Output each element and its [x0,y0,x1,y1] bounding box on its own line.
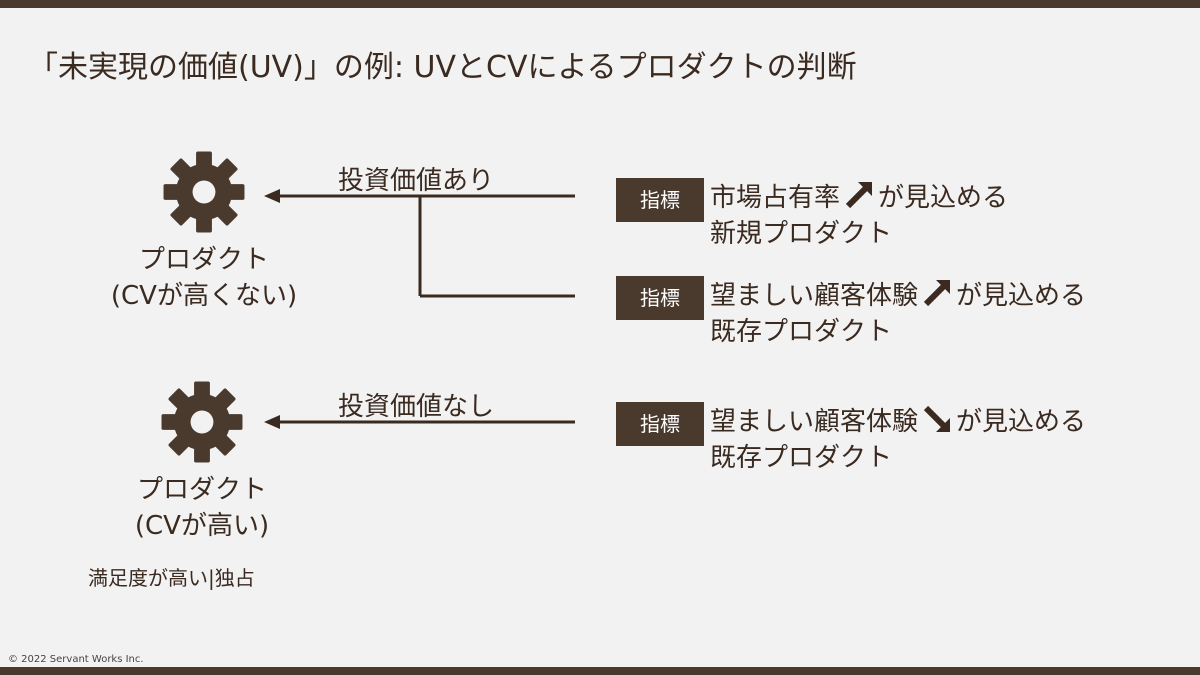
metric-1-line2: 新規プロダクト [710,219,893,249]
metric-3-line1: 望ましい顧客体験 が見込める [710,404,1086,440]
metric-1-line1: 市場占有率 が見込める [710,180,1008,216]
metric-2: 望ましい顧客体験 が見込める 既存プロダクト [710,278,1086,350]
metric-badge: 指標 [616,178,704,222]
metric-3-line2: 既存プロダクト [710,443,893,473]
metric-1-subject: 市場占有率 [710,183,841,213]
product-2-name: プロダクト [136,475,267,505]
metric-2-line1: 望ましい顧客体験 が見込める [710,278,1086,314]
metric-1: 市場占有率 が見込める 新規プロダクト [710,180,1008,252]
edge-label-no-invest: 投資価値なし [338,392,495,422]
metric-3-subject: 望ましい顧客体験 [710,407,919,437]
metric-2-line2: 既存プロダクト [710,317,893,347]
gear-icon [161,381,243,463]
arrowhead-top [264,189,280,203]
metric-badge: 指標 [616,402,704,446]
product-1-label: プロダクト (CVが高くない) [90,242,318,314]
metric-2-expectation: が見込める [956,281,1087,311]
metric-3: 望ましい顧客体験 が見込める 既存プロダクト [710,404,1086,476]
arrowhead-bottom [264,415,280,429]
top-bar [0,0,1200,8]
product-1-name: プロダクト [138,245,269,275]
metric-3-expectation: が見込める [956,407,1087,437]
product-2-label: プロダクト (CVが高い) [88,472,316,544]
product-2-cv: (CVが高い) [134,511,270,541]
metric-2-subject: 望ましい顧客体験 [710,281,919,311]
product-2-note: 満足度が高い|独占 [88,566,255,590]
trend-down-arrow-icon [923,405,951,432]
trend-up-arrow-icon [845,182,873,209]
metric-badge: 指標 [616,276,704,320]
metric-1-expectation: が見込める [878,183,1009,213]
copyright-footer: © 2022 Servant Works Inc. [8,654,144,665]
product-1-cv: (CVが高くない) [110,281,298,311]
trend-up-arrow-icon [923,280,951,307]
page-title: 「未実現の価値(UV)」の例: UVとCVによるプロダクトの判断 [28,50,857,85]
bottom-bar [0,667,1200,675]
gear-icon [163,151,245,233]
edge-label-invest: 投資価値あり [338,166,495,196]
